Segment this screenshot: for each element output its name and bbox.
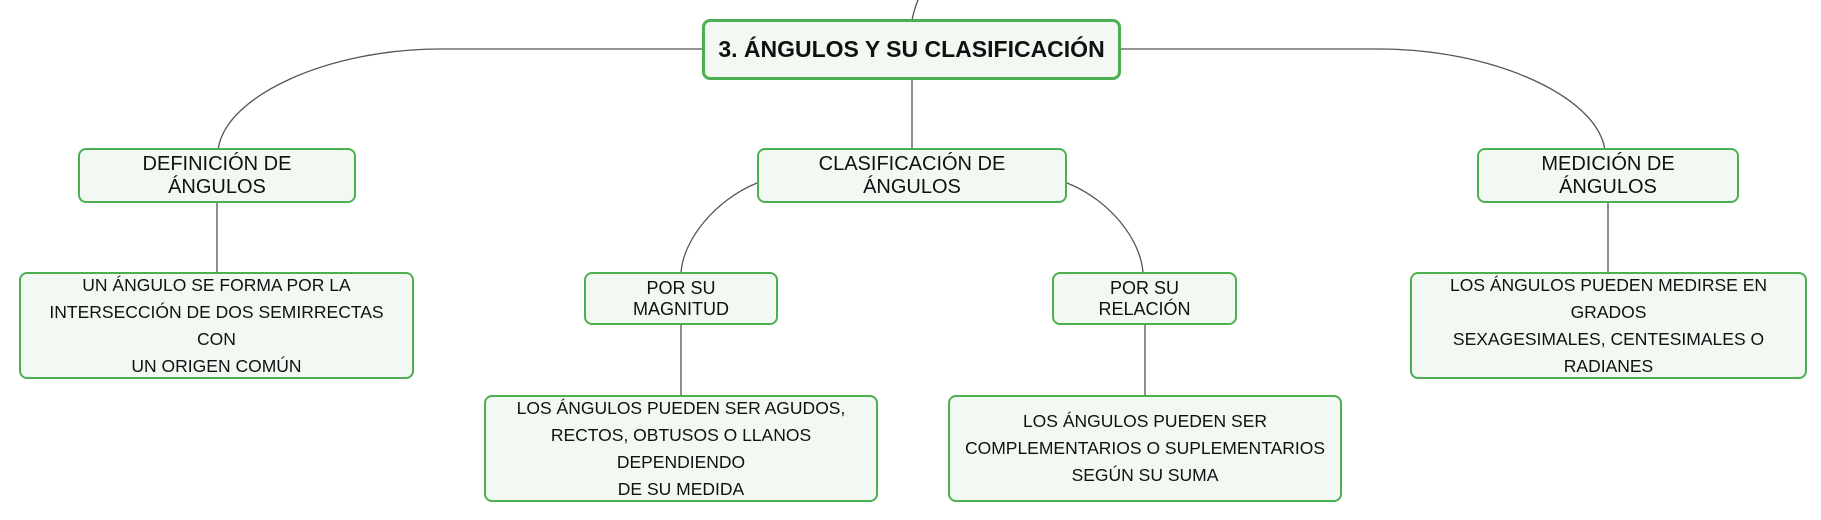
subtopic-relacion[interactable]: POR SU RELACIÓN <box>1052 272 1237 325</box>
root-topic[interactable]: 3. ÁNGULOS Y SU CLASIFICACIÓN <box>702 19 1121 80</box>
detail-magnitud-line: RECTOS, OBTUSOS O LLANOS DEPENDIENDO <box>550 424 812 472</box>
detail-definicion-text: UN ÁNGULO SE FORMA POR LA INTERSECCIÓN D… <box>33 272 400 380</box>
topic-medicion[interactable]: MEDICIÓN DE ÁNGULOS <box>1477 148 1739 203</box>
subtopic-magnitud-label: POR SU MAGNITUD <box>633 277 729 319</box>
detail-relacion-text: LOS ÁNGULOS PUEDEN SER COMPLEMENTARIOS O… <box>965 408 1325 489</box>
detail-relacion-line: SEGÚN SU SUMA <box>1071 465 1219 485</box>
topic-clasificacion-label: CLASIFICACIÓN DE ÁNGULOS <box>818 152 1006 198</box>
detail-relacion-line: COMPLEMENTARIOS O SUPLEMENTARIOS <box>964 438 1326 458</box>
detail-magnitud-text: LOS ÁNGULOS PUEDEN SER AGUDOS, RECTOS, O… <box>498 395 864 503</box>
subtopic-magnitud[interactable]: POR SU MAGNITUD <box>584 272 778 325</box>
subtopic-relacion-label: POR SU RELACIÓN <box>1098 277 1191 319</box>
connector-clasificacion-to-relacion <box>1066 182 1144 274</box>
detail-medicion[interactable]: LOS ÁNGULOS PUEDEN MEDIRSE EN GRADOS SEX… <box>1410 272 1807 379</box>
detail-magnitud-line: LOS ÁNGULOS PUEDEN SER AGUDOS, <box>516 397 846 418</box>
detail-magnitud-line: DE SU MEDIDA <box>617 478 745 499</box>
root-topic-label: 3. ÁNGULOS Y SU CLASIFICACIÓN <box>718 36 1105 62</box>
connector-root-to-definicion <box>217 48 702 151</box>
detail-relacion[interactable]: LOS ÁNGULOS PUEDEN SER COMPLEMENTARIOS O… <box>948 395 1342 502</box>
topic-medicion-label: MEDICIÓN DE ÁNGULOS <box>1541 152 1675 198</box>
detail-relacion-line: LOS ÁNGULOS PUEDEN SER <box>1022 411 1268 431</box>
detail-definicion[interactable]: UN ÁNGULO SE FORMA POR LA INTERSECCIÓN D… <box>19 272 414 379</box>
connector-parent-to-root <box>911 0 919 21</box>
detail-medicion-line: SEXAGESIMALES, CENTESIMALES O RADIANES <box>1452 328 1765 376</box>
detail-medicion-text: LOS ÁNGULOS PUEDEN MEDIRSE EN GRADOS SEX… <box>1424 272 1793 380</box>
connector-clasificacion-to-magnitud <box>680 182 758 274</box>
detail-magnitud[interactable]: LOS ÁNGULOS PUEDEN SER AGUDOS, RECTOS, O… <box>484 395 878 502</box>
topic-definicion[interactable]: DEFINICIÓN DE ÁNGULOS <box>78 148 356 203</box>
detail-medicion-line: LOS ÁNGULOS PUEDEN MEDIRSE EN GRADOS <box>1449 274 1768 322</box>
topic-clasificacion[interactable]: CLASIFICACIÓN DE ÁNGULOS <box>757 148 1067 203</box>
detail-definicion-line: INTERSECCIÓN DE DOS SEMIRRECTAS CON <box>49 301 384 349</box>
detail-definicion-line: UN ÁNGULO SE FORMA POR LA <box>82 274 351 295</box>
detail-definicion-line: UN ORIGEN COMÚN <box>131 355 302 376</box>
connector-root-to-medicion <box>1121 48 1606 151</box>
topic-definicion-label: DEFINICIÓN DE ÁNGULOS <box>142 152 292 198</box>
